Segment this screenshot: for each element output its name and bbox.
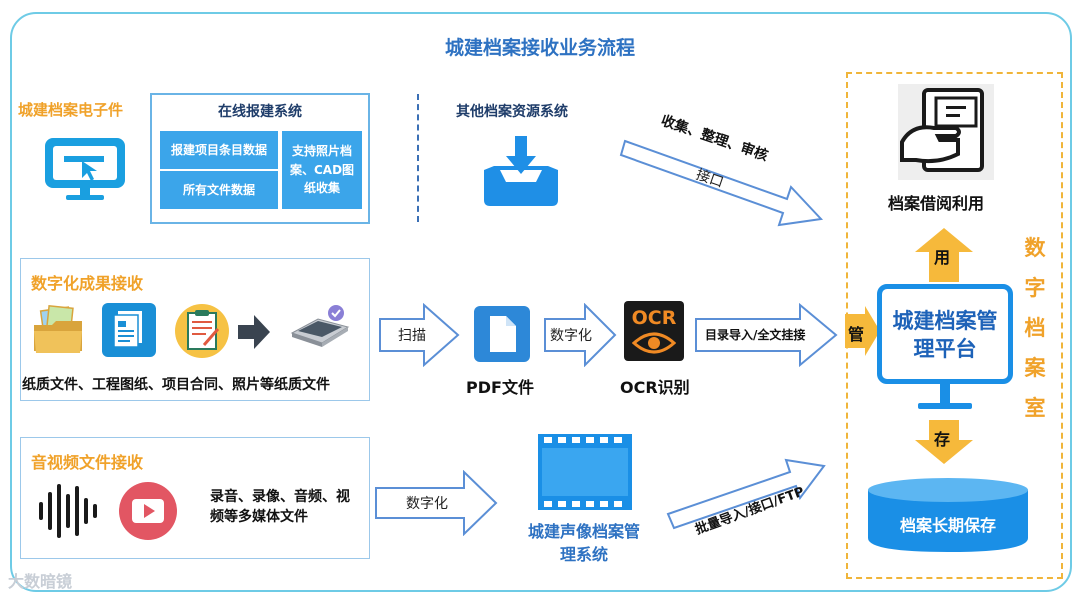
use-up-arrow xyxy=(913,226,975,288)
digital-archive-vertical-label: 数 字 档 案 室 xyxy=(1020,228,1050,428)
document-icon xyxy=(102,303,156,357)
monitor-stand xyxy=(940,384,950,404)
import-label: 目录导入/全文挂接 xyxy=(705,328,806,342)
store-down-arrow xyxy=(913,418,975,470)
sound-wave-icon xyxy=(36,480,102,546)
storage-label: 档案长期保存 xyxy=(899,516,996,535)
watermark: 大数暗镜 xyxy=(8,572,73,591)
vertical-char-4: 案 xyxy=(1024,356,1046,380)
diagram-title: 城建档案接收业务流程 xyxy=(444,37,635,59)
av-digitize-arrow xyxy=(374,469,500,540)
scanner-icon xyxy=(288,303,350,353)
platform-label: 城建档案管理平台 xyxy=(892,309,998,361)
online-system-title: 在线报建系统 xyxy=(218,104,302,120)
section-divider xyxy=(417,94,419,222)
interface-arrow xyxy=(615,115,830,234)
store-label: 存 xyxy=(934,430,951,449)
digital-section-panel xyxy=(20,258,370,401)
scan-label: 扫描 xyxy=(398,328,426,344)
all-files-cell: 所有文件数据 xyxy=(160,171,278,209)
photo-cad-cell: 支持照片档案、CAD图纸收集 xyxy=(282,131,362,209)
digitize-label: 数字化 xyxy=(550,328,592,344)
scan-arrow xyxy=(378,302,462,371)
video-play-icon xyxy=(118,481,178,545)
borrow-label: 档案借阅利用 xyxy=(888,194,985,213)
online-section-label: 城建档案电子件 xyxy=(18,101,124,119)
monitor-cursor-icon xyxy=(42,134,128,210)
diagram-frame xyxy=(10,12,1072,592)
av-section-panel xyxy=(20,437,370,559)
contract-icon xyxy=(174,303,230,363)
digital-caption: 纸质文件、工程图纸、项目合同、照片等纸质文件 xyxy=(22,377,330,393)
book-hand-icon xyxy=(898,84,994,184)
av-section-label: 音视频文件接收 xyxy=(31,453,144,472)
vertical-char-2: 字 xyxy=(1024,276,1046,300)
manage-label: 管 xyxy=(848,325,865,344)
archive-platform-monitor: 城建档案管理平台 xyxy=(877,284,1013,384)
monitor-base xyxy=(918,403,972,409)
ocr-icon: OCR xyxy=(624,301,684,361)
other-system-label: 其他档案资源系统 xyxy=(456,104,568,120)
manage-right-arrow xyxy=(845,306,881,360)
batch-import-arrow xyxy=(662,450,832,554)
ocr-label: OCR识别 xyxy=(620,378,690,397)
pdf-label: PDF文件 xyxy=(466,378,534,397)
online-system-panel: 在线报建系统 报建项目条目数据 所有文件数据 支持照片档案、CAD图纸收集 xyxy=(150,93,370,224)
vertical-char-1: 数 xyxy=(1024,236,1046,260)
digital-section-label: 数字化成果接收 xyxy=(31,274,144,293)
vertical-char-3: 档 xyxy=(1024,316,1046,340)
storage-cylinder xyxy=(866,476,1030,560)
right-arrow-icon xyxy=(238,315,270,353)
film-strip-icon xyxy=(538,434,632,514)
inbox-download-icon xyxy=(480,130,562,214)
use-label: 用 xyxy=(934,248,951,267)
folder-photos-icon xyxy=(32,303,84,359)
import-arrow xyxy=(694,302,840,371)
av-digitize-label: 数字化 xyxy=(406,496,448,512)
ocr-icon-text: OCR xyxy=(631,307,677,329)
pdf-file-icon xyxy=(474,306,530,366)
project-data-cell: 报建项目条目数据 xyxy=(160,131,278,169)
vertical-char-5: 室 xyxy=(1024,396,1046,420)
digitize-arrow xyxy=(543,302,617,371)
av-system-label: 城建声像档案管理系统 xyxy=(527,522,640,564)
av-caption: 录音、录像、音频、视频等多媒体文件 xyxy=(210,489,350,525)
